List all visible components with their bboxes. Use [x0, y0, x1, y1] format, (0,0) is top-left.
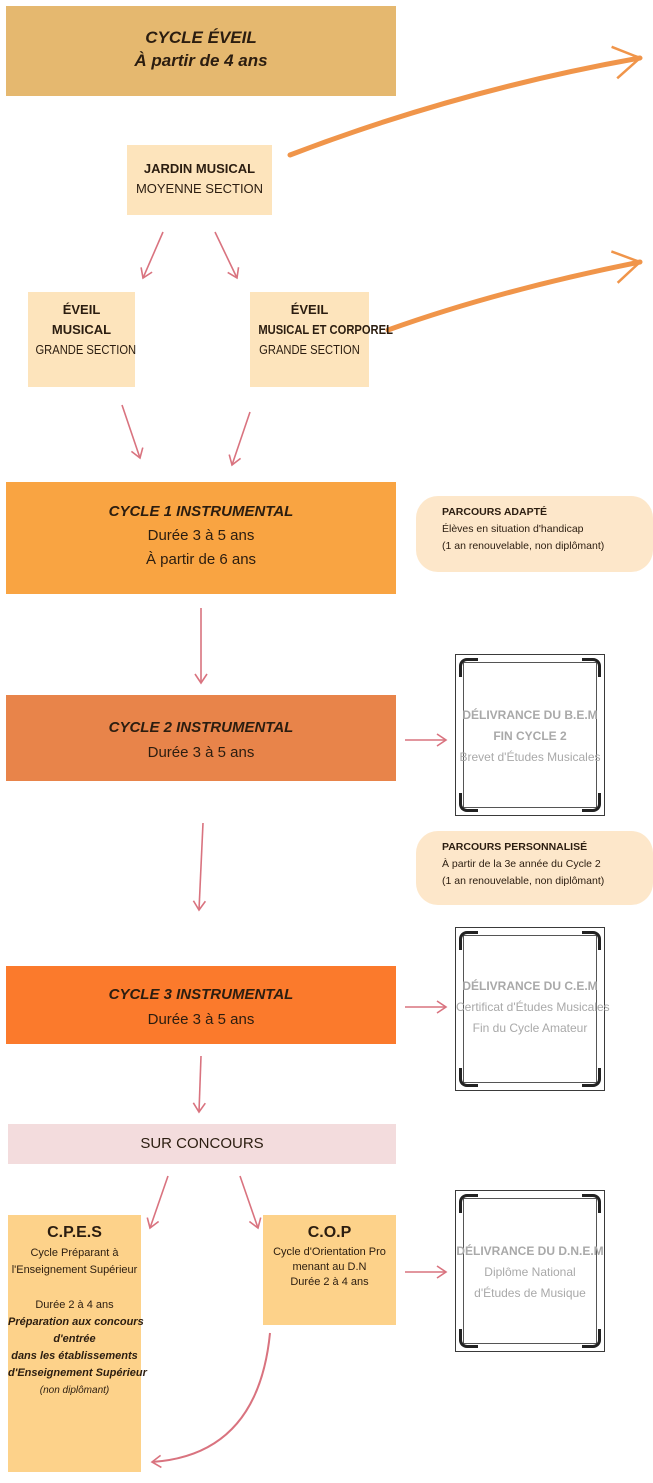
arrow-concours-to-cpes: [146, 1175, 169, 1230]
eveil-musical-line2: MUSICAL: [51, 322, 112, 337]
arrow-jardin-to-eveil: [140, 231, 164, 280]
eveil-musical-line1: ÉVEIL: [62, 302, 101, 317]
cert-cem-fin: Fin du Cycle Amateur: [472, 1021, 588, 1035]
cpes-prep3: dans les établissements: [11, 1350, 138, 1362]
cpes-desc1: Cycle Préparant à: [30, 1247, 119, 1259]
cert-dnem-frame: DÉLIVRANCE DU D.N.E.M Diplôme National d…: [455, 1190, 605, 1352]
cpes-title: C.P.E.S: [47, 1224, 102, 1241]
arrow-cycle3-to-concours: [192, 1055, 206, 1114]
eveil-corporel-box: ÉVEIL MUSICAL ET CORPOREL GRANDE SECTION: [250, 292, 393, 387]
cpes-note: (non diplômant): [39, 1385, 110, 1396]
cop-title: C.O.P: [307, 1224, 352, 1241]
cert-dnem-title: DÉLIVRANCE DU D.N.E.M: [456, 1244, 604, 1258]
parcours-adapte-title: PARCOURS ADAPTÉ: [442, 506, 548, 518]
cycle3-box: CYCLE 3 INSTRUMENTAL Durée 3 à 5 ans: [6, 966, 396, 1044]
parcours-adapte-box: PARCOURS ADAPTÉ Élèves en situation d'ha…: [416, 496, 653, 572]
arrow-jardin-out: [287, 45, 643, 158]
cycle1-duration: Durée 3 à 5 ans: [147, 527, 255, 544]
cycle3-duration: Durée 3 à 5 ans: [147, 1011, 255, 1028]
cpes-prep1: Préparation aux concours: [8, 1316, 144, 1328]
arrow-corporel-out: [385, 250, 643, 333]
parcours-adapte-line2: (1 an renouvelable, non diplômant): [442, 540, 605, 552]
cop-line1: Cycle d'Orientation Pro: [273, 1246, 386, 1258]
cert-cem-title: DÉLIVRANCE DU C.E.M: [462, 979, 598, 993]
cert-bem-title: DÉLIVRANCE DU B.E.M: [462, 708, 598, 722]
arrow-corporel-to-cycle1: [228, 411, 251, 467]
parcours-adapte-line1: Élèves en situation d'handicap: [442, 523, 584, 535]
arrow-concours-to-cop: [239, 1175, 262, 1230]
cert-bem-frame: DÉLIVRANCE DU B.E.M FIN CYCLE 2 Brevet d…: [455, 654, 605, 816]
cert-bem-name: Brevet d'Études Musicales: [459, 750, 601, 764]
arrow-cycle2-to-cycle3: [192, 822, 207, 912]
sur-concours-box: SUR CONCOURS: [8, 1124, 396, 1164]
arrow-jardin-to-corporel: [214, 231, 240, 280]
cert-cem-frame: DÉLIVRANCE DU C.E.M Certificat d'Études …: [455, 927, 610, 1091]
jardin-musical-section: MOYENNE SECTION: [135, 181, 264, 196]
cert-dnem-line3: d'Études de Musique: [474, 1286, 586, 1300]
cycle1-age: À partir de 6 ans: [145, 551, 257, 568]
cop-box: C.O.P Cycle d'Orientation Pro menant au …: [263, 1215, 396, 1325]
jardin-musical-title: JARDIN MUSICAL: [143, 161, 256, 176]
cycle2-duration: Durée 3 à 5 ans: [147, 744, 255, 761]
cycle2-box: CYCLE 2 INSTRUMENTAL Durée 3 à 5 ans: [6, 695, 396, 781]
cycle1-box: CYCLE 1 INSTRUMENTAL Durée 3 à 5 ans À p…: [6, 482, 396, 594]
eveil-corporel-section: GRANDE SECTION: [259, 342, 360, 357]
cop-duration: Durée 2 à 4 ans: [290, 1276, 369, 1288]
cpes-prep4: d'Enseignement Supérieur: [8, 1367, 147, 1379]
eveil-corporel-line2: MUSICAL ET CORPOREL: [258, 322, 393, 337]
cert-cem-name: Certificat d'Études Musicales: [456, 1000, 610, 1014]
arrow-eveil-to-cycle1: [121, 404, 144, 460]
jardin-musical-box: JARDIN MUSICAL MOYENNE SECTION: [127, 145, 272, 215]
cpes-prep2: d'entrée: [53, 1333, 96, 1345]
cycle3-title: CYCLE 3 INSTRUMENTAL: [108, 986, 294, 1003]
parcours-perso-box: PARCOURS PERSONNALISÉ À partir de la 3e …: [416, 831, 653, 905]
cert-dnem-line2: Diplôme National: [484, 1265, 576, 1279]
cycle-eveil-box: CYCLE ÉVEIL À partir de 4 ans: [6, 6, 396, 96]
cpes-duration: Durée 2 à 4 ans: [35, 1299, 114, 1311]
eveil-musical-section: GRANDE SECTION: [35, 342, 137, 357]
cycle1-title: CYCLE 1 INSTRUMENTAL: [108, 503, 294, 520]
parcours-perso-line2: (1 an renouvelable, non diplômant): [442, 875, 605, 887]
parcours-perso-line1: À partir de la 3e année du Cycle 2: [442, 858, 601, 870]
eveil-musical-box: ÉVEIL MUSICAL GRANDE SECTION: [28, 292, 137, 387]
cpes-box: C.P.E.S Cycle Préparant à l'Enseignement…: [8, 1215, 147, 1472]
cpes-desc2: l'Enseignement Supérieur: [11, 1264, 138, 1276]
cycle-eveil-title: CYCLE ÉVEIL: [145, 28, 257, 47]
cert-bem-fin: FIN CYCLE 2: [493, 729, 567, 743]
cop-line2: menant au D.N: [292, 1261, 367, 1273]
sur-concours-label: SUR CONCOURS: [140, 1135, 264, 1152]
arrow-cop-to-cpes: [150, 1332, 271, 1469]
parcours-perso-title: PARCOURS PERSONNALISÉ: [442, 841, 588, 853]
cycle2-title: CYCLE 2 INSTRUMENTAL: [108, 719, 294, 736]
cycle-eveil-age: À partir de 4 ans: [134, 51, 268, 70]
eveil-corporel-line1: ÉVEIL: [290, 302, 329, 317]
